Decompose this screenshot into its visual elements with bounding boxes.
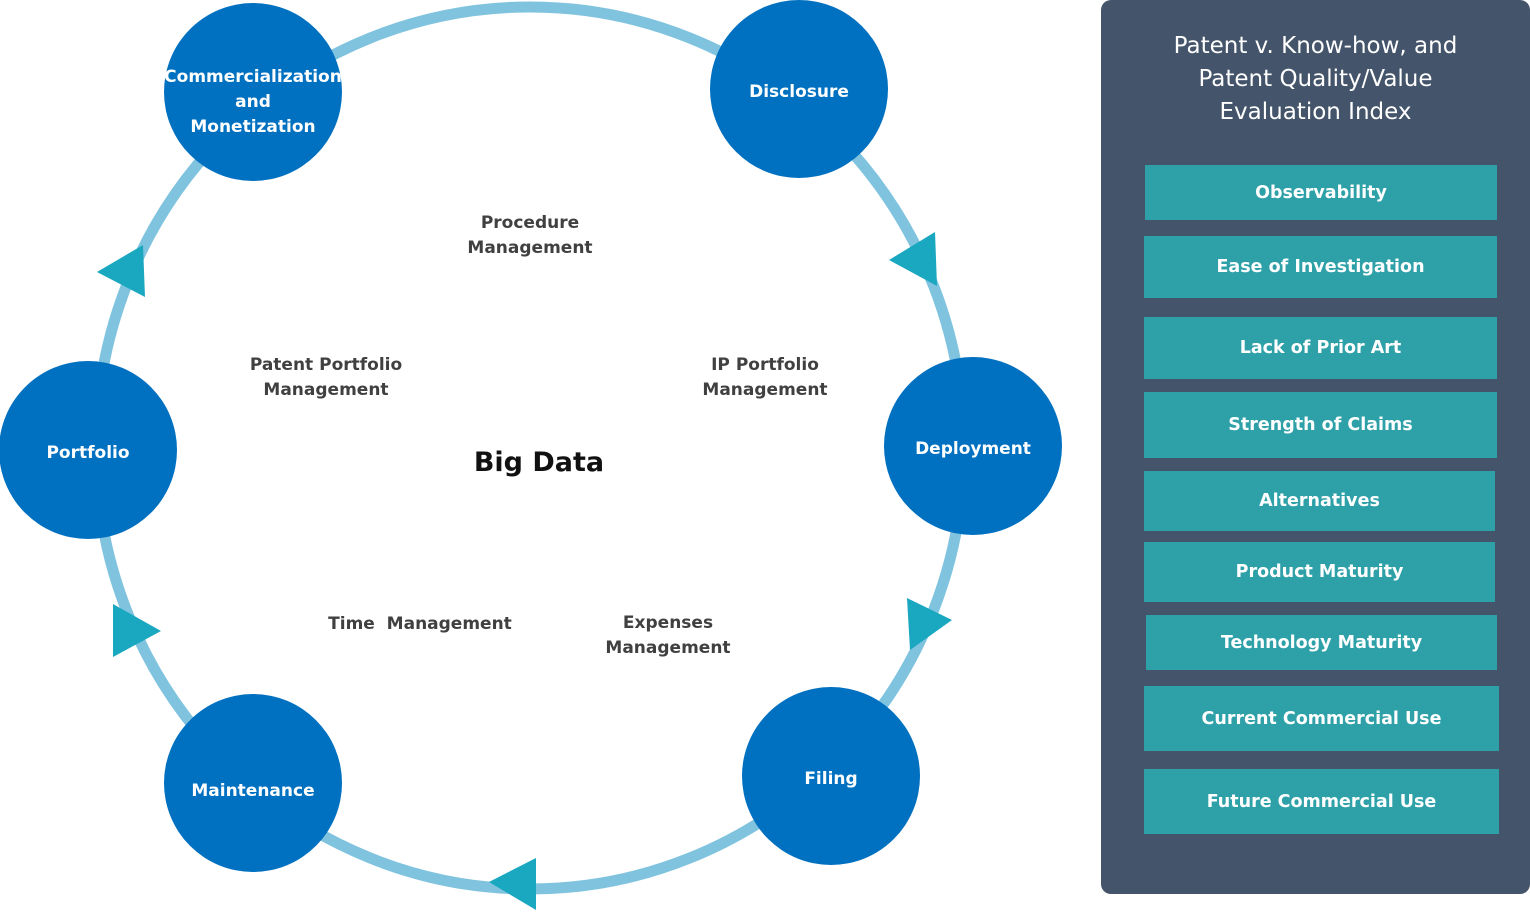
stage-label: Portfolio	[46, 443, 129, 463]
index-item-future-commercial-use: Future Commercial Use	[1144, 769, 1499, 834]
index-item-current-commercial-use: Current Commercial Use	[1144, 686, 1499, 751]
stage-deployment: Deployment	[884, 357, 1062, 535]
area-label-time: Time Management	[328, 614, 512, 634]
lifecycle-diagram: DisclosureDeploymentFilingMaintenance Por…	[0, 0, 1090, 912]
stage-label: Filing	[804, 769, 857, 789]
area-label-ip-portfolio: Management	[702, 380, 827, 400]
cycle-arrowhead	[489, 858, 536, 910]
stage-label: Commercialization	[164, 67, 342, 87]
index-item-strength-of-claims: Strength of Claims	[1144, 392, 1497, 458]
stage-label: Maintenance	[191, 781, 314, 801]
stage-label: and	[235, 92, 271, 112]
area-label-expenses: Management	[605, 638, 730, 658]
cycle-stages: DisclosureDeploymentFilingMaintenance Por…	[0, 0, 1062, 872]
index-item-alternatives: Alternatives	[1144, 471, 1495, 531]
index-item-product-maturity: Product Maturity	[1144, 542, 1495, 602]
stage-disclosure: Disclosure	[710, 0, 888, 178]
stage-commercialization: Commercialization andMonetization	[164, 3, 342, 181]
cycle-arrowhead	[113, 604, 161, 657]
area-label-expenses: Expenses	[623, 613, 713, 633]
area-label-procedure: Management	[467, 238, 592, 258]
area-label-patent-portfolio: Patent Portfolio	[250, 355, 402, 375]
panel-title: Patent v. Know-how, and Patent Quality/V…	[1101, 30, 1530, 129]
stage-maintenance: Maintenance	[164, 694, 342, 872]
center-label: Big Data	[474, 447, 604, 478]
panel-title-line: Patent Quality/Value	[1101, 63, 1530, 96]
panel-title-line: Evaluation Index	[1101, 96, 1530, 129]
stage-portfolio: Portfolio	[0, 361, 177, 539]
stage-filing: Filing	[742, 687, 920, 865]
area-label-ip-portfolio: IP Portfolio	[711, 355, 819, 375]
stage-label: Monetization	[190, 117, 315, 137]
index-item-lack-of-prior-art: Lack of Prior Art	[1144, 317, 1497, 379]
panel-title-line: Patent v. Know-how, and	[1101, 30, 1530, 63]
index-item-technology-maturity: Technology Maturity	[1146, 615, 1497, 670]
area-label-procedure: Procedure	[481, 213, 579, 233]
area-label-patent-portfolio: Management	[263, 380, 388, 400]
evaluation-index-panel: Patent v. Know-how, and Patent Quality/V…	[1101, 0, 1530, 894]
stage-label: Disclosure	[749, 82, 849, 102]
management-areas: ProcedureManagementIP PortfolioManagemen…	[250, 213, 828, 658]
stage-label: Deployment	[915, 439, 1031, 459]
index-item-ease-of-investigation: Ease of Investigation	[1144, 236, 1497, 298]
index-item-observability: Observability	[1145, 165, 1497, 220]
